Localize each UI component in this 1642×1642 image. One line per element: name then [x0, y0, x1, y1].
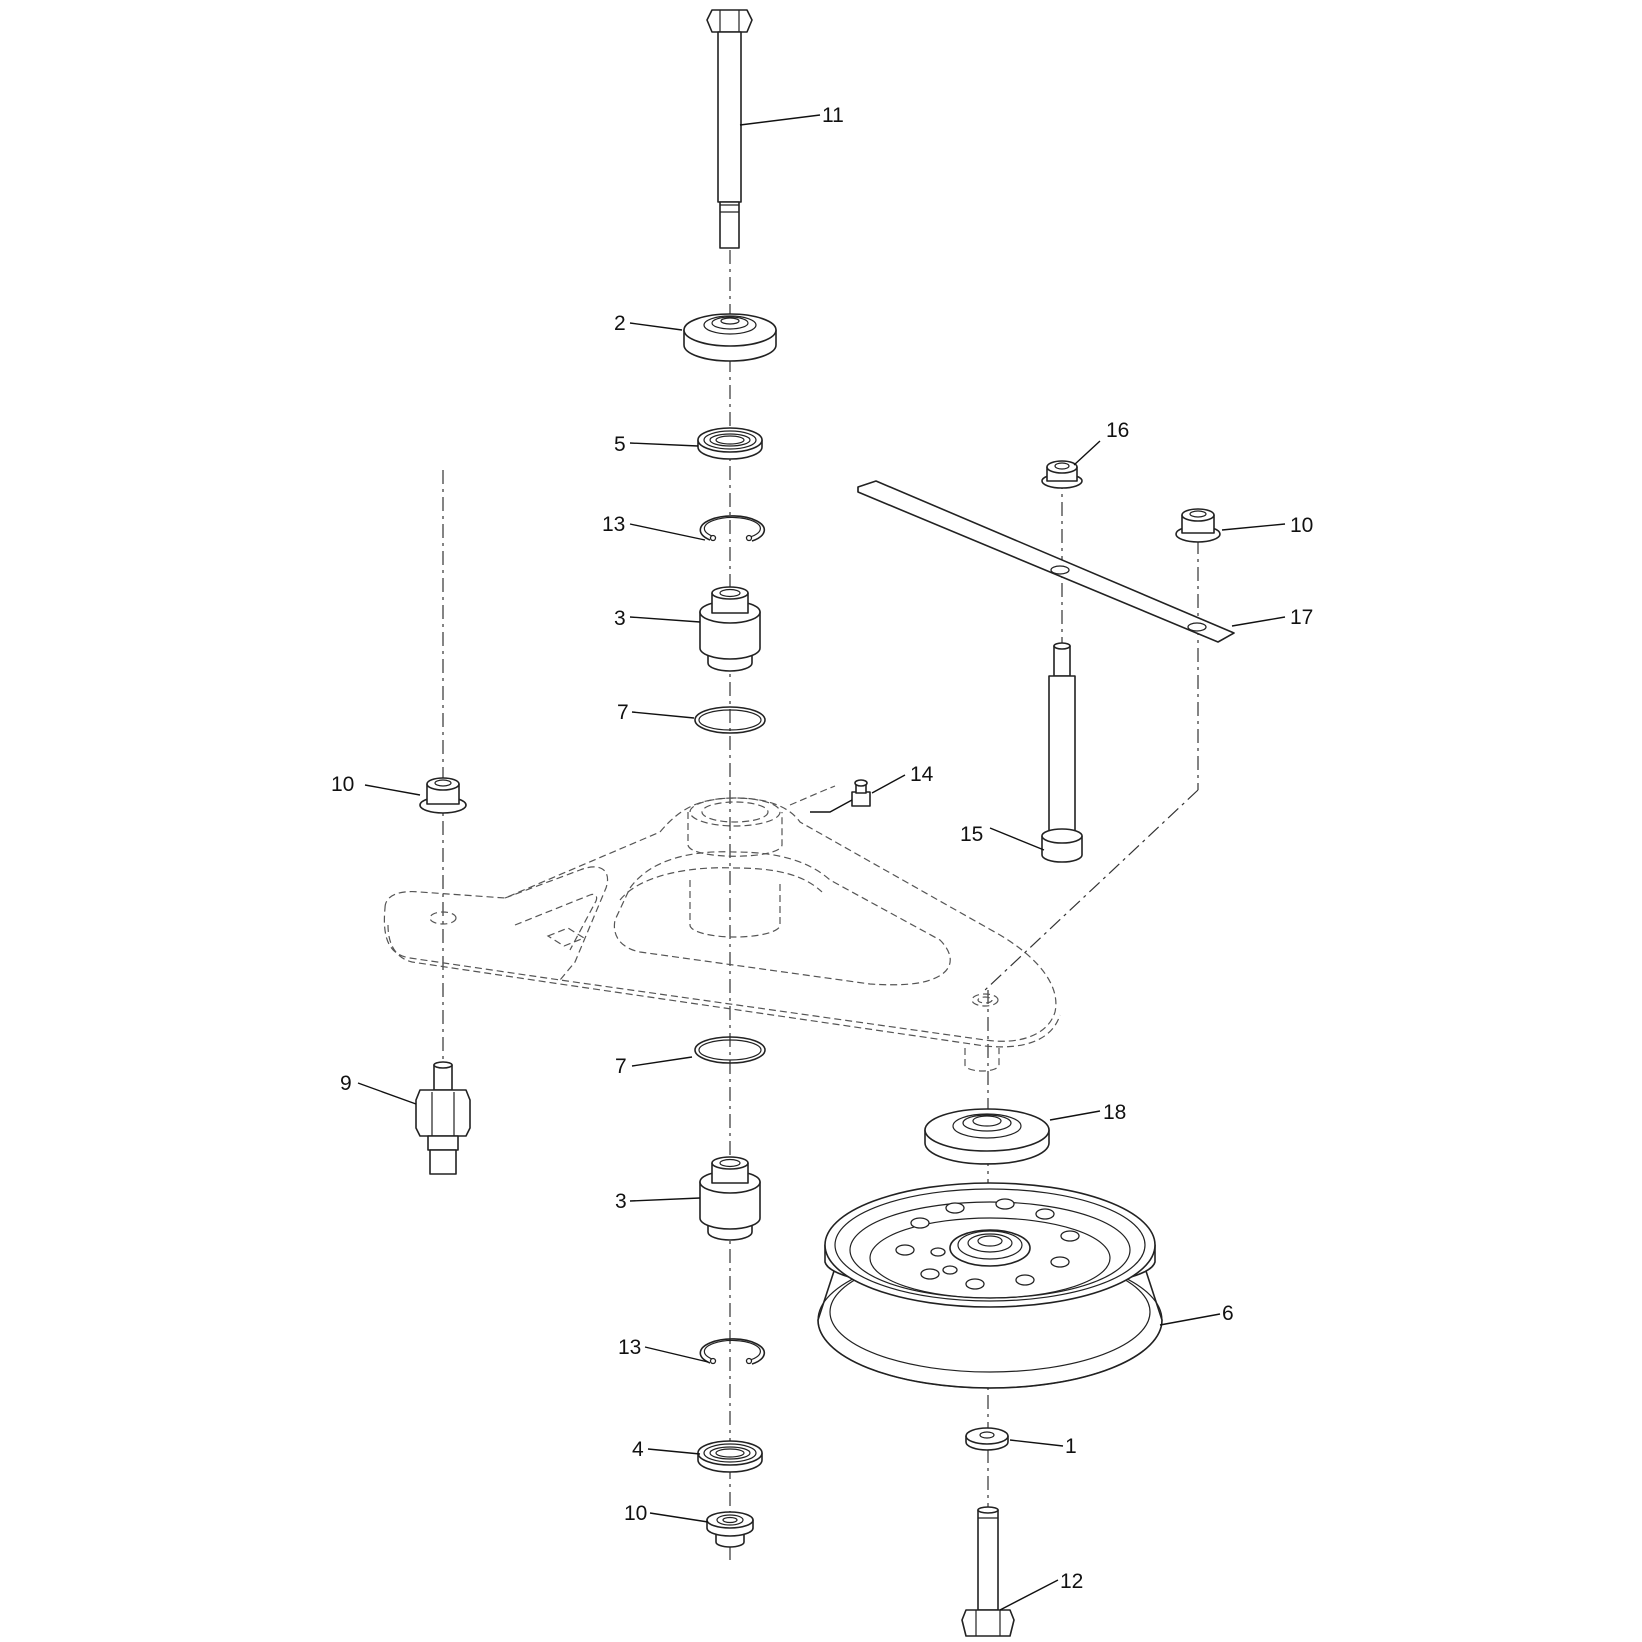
- part-3-bushing-top: [699, 586, 761, 672]
- callout-9: 9: [340, 1072, 352, 1095]
- callout-11: 11: [822, 104, 844, 127]
- part-11-long-bolt: [706, 9, 753, 249]
- leader-lines: [357, 114, 1286, 1611]
- part-3-bushing-bottom: [699, 1156, 761, 1241]
- callout-5: 5: [614, 433, 626, 456]
- part-17-strap: [857, 480, 1235, 643]
- callout-3-top: 3: [614, 607, 626, 630]
- part-14-grease-fitting: [851, 779, 871, 807]
- part-18-flanged-bearing: [924, 1108, 1050, 1165]
- part-10-flange-nut-bottom: [706, 1511, 754, 1548]
- callout-7-bottom: 7: [615, 1055, 627, 1078]
- callout-15: 15: [960, 823, 983, 846]
- part-10-flange-nut-right: [1175, 508, 1221, 543]
- callout-4: 4: [632, 1438, 644, 1461]
- callout-2: 2: [614, 312, 626, 335]
- center-lines: [442, 250, 1199, 1590]
- idler-arm-bracket: [383, 785, 1061, 1072]
- part-12-bolt: [961, 1506, 1015, 1637]
- callout-3-bottom: 3: [615, 1190, 627, 1213]
- callout-10-left: 10: [331, 773, 354, 796]
- callout-6: 6: [1222, 1302, 1234, 1325]
- callout-1: 1: [1065, 1435, 1077, 1458]
- part-2-flanged-bearing: [683, 313, 777, 362]
- callout-7-top: 7: [617, 701, 629, 724]
- callout-14: 14: [910, 763, 934, 786]
- callout-13-bottom: 13: [618, 1336, 641, 1359]
- callout-18: 18: [1103, 1101, 1126, 1124]
- callout-17: 17: [1290, 606, 1313, 629]
- part-7-oring-bottom: [694, 1036, 766, 1064]
- part-13-retaining-ring-bottom: [699, 1338, 766, 1365]
- callout-13-top: 13: [602, 513, 625, 536]
- callout-labels: 11 2 5 13 3 7 16 10 17 14 15 10 9 7 18 3…: [331, 104, 1313, 1593]
- callout-12: 12: [1060, 1570, 1083, 1593]
- callout-16: 16: [1106, 419, 1129, 442]
- part-13-retaining-ring-top: [699, 515, 766, 542]
- part-9-hex-stud: [415, 1061, 471, 1175]
- part-15-shoulder-stud: [1041, 642, 1083, 863]
- part-6-pulley: [817, 1182, 1163, 1389]
- part-5-seal: [697, 427, 763, 460]
- part-16-flange-nut: [1041, 460, 1083, 489]
- part-7-oring-top: [694, 706, 766, 734]
- callout-10-right: 10: [1290, 514, 1313, 537]
- part-10-flange-nut-left: [419, 777, 467, 814]
- part-4-seal: [697, 1440, 763, 1473]
- part-1-washer: [965, 1427, 1009, 1451]
- callout-10-bottom: 10: [624, 1502, 647, 1525]
